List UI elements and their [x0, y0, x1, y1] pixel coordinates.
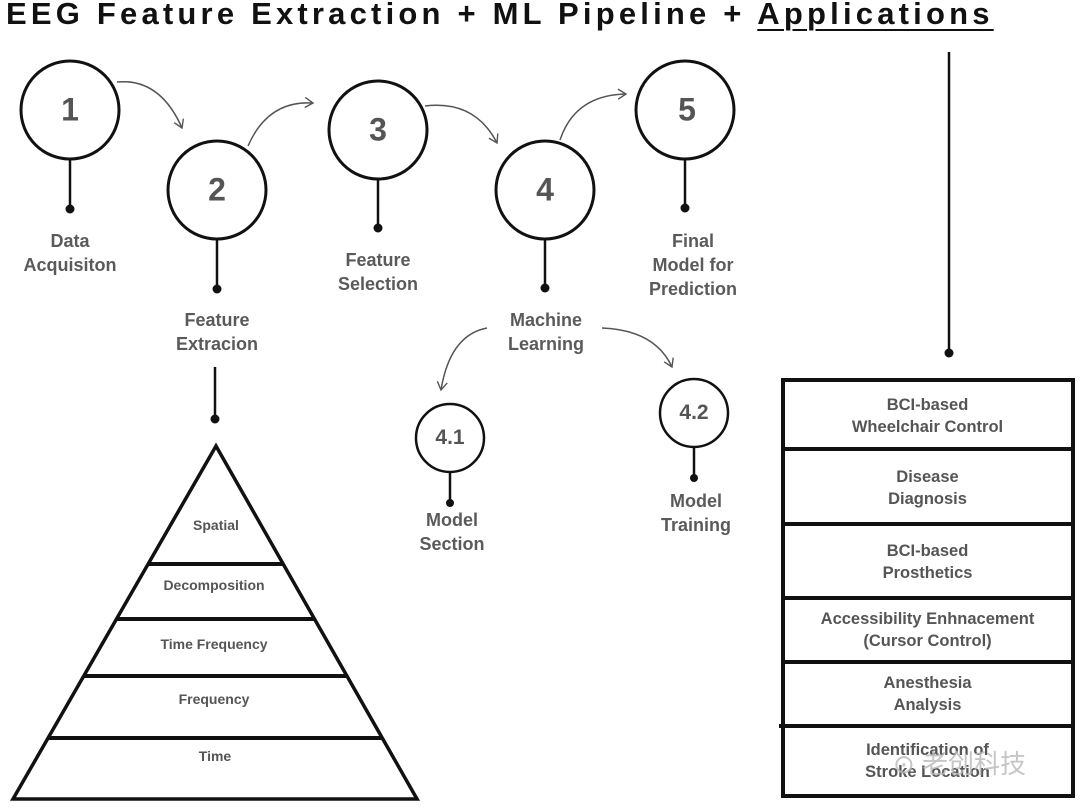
- pyramid-tier-decomposition: Decomposition: [163, 577, 265, 593]
- applications-stack: [779, 378, 1075, 798]
- step-3-number: 3: [369, 111, 387, 148]
- substep-4-2-node: [658, 377, 730, 482]
- arrow-ml-to-4-2: [601, 327, 674, 369]
- step-2-number: 2: [208, 171, 226, 208]
- title-main: EEG Feature Extraction + ML Pipeline +: [6, 0, 758, 31]
- watermark: ⊙ 老创科技: [893, 749, 1027, 779]
- step-4-label: Machine Learning: [507, 310, 585, 354]
- feature-pyramid: [9, 442, 421, 801]
- application-prosthetics: BCI-based Prosthetics: [882, 542, 973, 582]
- substep-4-1-number: 4.1: [435, 426, 465, 449]
- step-3-label: Feature Selection: [337, 250, 419, 294]
- step-5-node: [634, 59, 736, 213]
- substep-4-2-number: 4.2: [679, 401, 709, 424]
- application-disease-diagnosis: Disease Diagnosis: [888, 467, 967, 508]
- extraction-connector: [210, 367, 220, 424]
- arrow-4-to-5: [559, 88, 628, 141]
- arrow-3-to-4: [424, 104, 499, 145]
- pyramid-tier-time: Time: [198, 748, 232, 764]
- diagram-title: EEG Feature Extraction + ML Pipeline + A…: [6, 0, 994, 32]
- substep-4-1-node: [414, 402, 486, 507]
- applications-connector: [944, 52, 954, 358]
- step-2-label: Feature Extracion: [175, 310, 259, 354]
- step-1-node: [19, 59, 121, 214]
- arrow-2-to-3: [247, 96, 315, 147]
- substep-4-1-label: Model Section: [419, 510, 485, 554]
- application-anesthesia-analysis: Anesthesia Analysis: [883, 674, 972, 714]
- application-wheelchair-control: BCI-based Wheelchair Control: [851, 395, 1004, 436]
- step-5-number: 5: [678, 91, 696, 128]
- substep-4-2-label: Model Training: [660, 491, 732, 535]
- pyramid-tier-spatial: Spatial: [193, 517, 239, 533]
- step-4-number: 4: [536, 171, 554, 208]
- application-stroke-location: Identification of Stroke Location: [865, 741, 990, 781]
- pyramid-tier-time-frequency: Time Frequency: [160, 636, 268, 652]
- pyramid-tier-frequency: Frequency: [178, 691, 250, 707]
- step-3-node: [327, 79, 429, 233]
- title-applications: Applications: [757, 0, 994, 31]
- arrow-ml-to-4-1: [436, 327, 488, 392]
- step-1-number: 1: [61, 91, 79, 128]
- step-4-node: [494, 139, 596, 293]
- arrow-1-to-2: [116, 80, 185, 130]
- application-cursor-control: Accessibility Enhnacement (Cursor Contro…: [820, 610, 1035, 650]
- step-5-label: Final Model for Prediction: [648, 231, 738, 299]
- step-1-label: Data Acquisiton: [23, 231, 117, 275]
- step-2-node: [166, 139, 268, 294]
